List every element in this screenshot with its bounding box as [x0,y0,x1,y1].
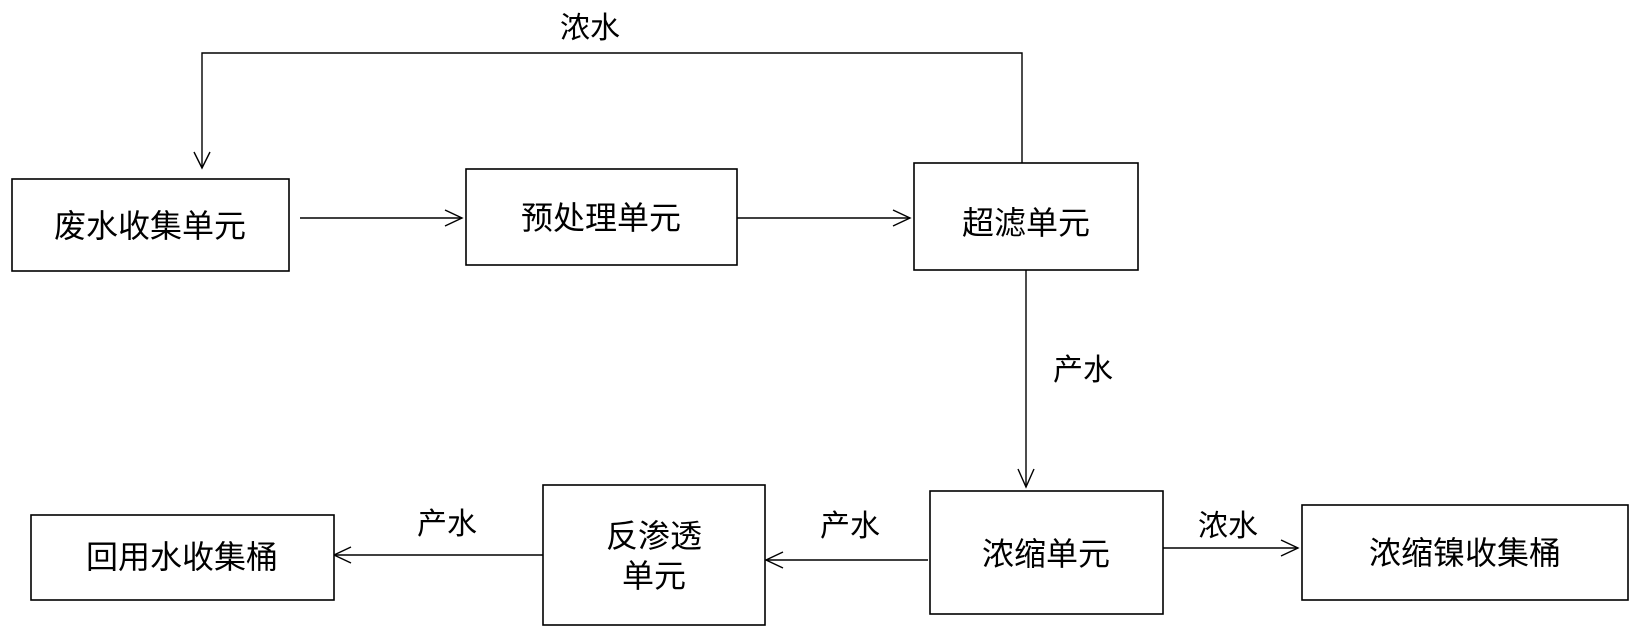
label-concentration-concentrate: 浓水 [1198,509,1258,544]
node-reuse-water-bucket: 回用水收集桶 [30,514,335,601]
node-reverse-osmosis-label-line2: 单元 [622,557,686,595]
concentration-to-ro-arrowhead [764,551,784,569]
label-concentration-product: 产水 [820,509,880,544]
concentration-to-nickel-arrowhead [1280,539,1300,557]
node-reverse-osmosis-label-line1: 反渗透 [606,517,702,555]
label-uf-concentrate-return: 浓水 [560,11,620,46]
uf-concentrate-return-arrowhead [193,151,211,170]
node-concentration: 浓缩单元 [929,490,1164,615]
node-concentrated-nickel-bucket-label: 浓缩镍收集桶 [1369,534,1561,572]
label-uf-permeate: 产水 [1053,353,1113,388]
node-ultrafiltration-label: 超滤单元 [962,204,1090,242]
uf-concentrate-return-line [201,52,1023,168]
node-reverse-osmosis: 反渗透 单元 [542,484,766,626]
node-pretreatment: 预处理单元 [465,168,738,266]
node-reuse-water-bucket-label: 回用水收集桶 [86,538,278,576]
node-pretreatment-label: 预处理单元 [521,199,681,237]
pretreatment-to-uf-arrowhead [892,209,912,227]
node-wastewater-collection: 废水收集单元 [11,178,290,272]
node-concentration-label: 浓缩单元 [982,535,1110,573]
label-ro-product: 产水 [417,507,477,542]
node-ultrafiltration: 超滤单元 [913,162,1139,271]
uf-to-concentration-arrowhead [1017,468,1035,489]
node-concentrated-nickel-bucket: 浓缩镍收集桶 [1301,504,1629,601]
node-wastewater-collection-label: 废水收集单元 [54,207,246,245]
collection-to-pretreatment-arrowhead [444,209,464,227]
